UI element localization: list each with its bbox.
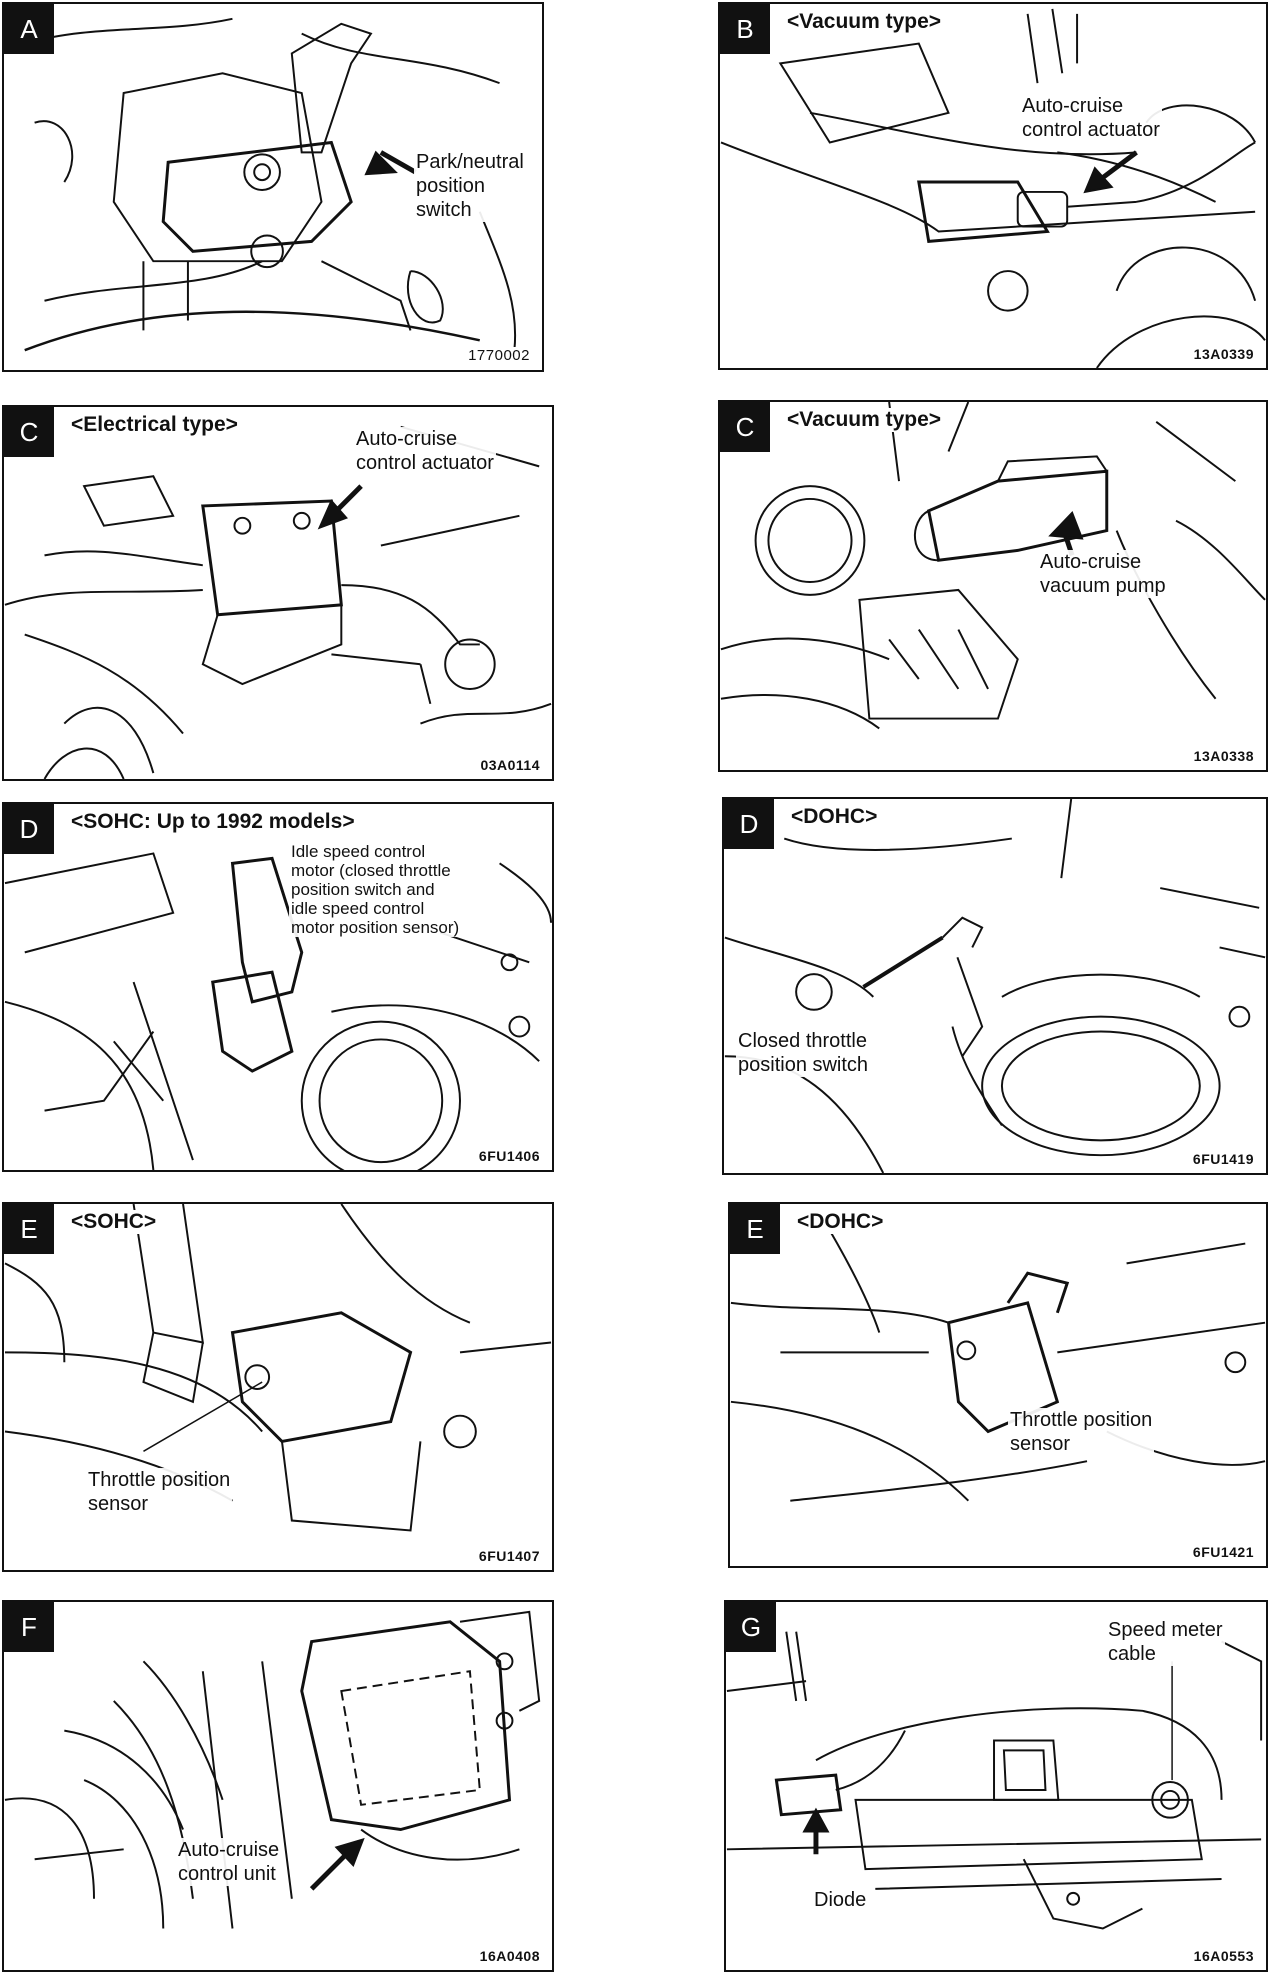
panel-letter: C (720, 402, 770, 452)
figure-code: 13A0338 (1191, 748, 1256, 764)
illustration-throttle-position-sensor-dohc (730, 1213, 1266, 1502)
illustration-closed-throttle-position-switch (724, 799, 1266, 1173)
figure-code: 03A0114 (478, 757, 542, 773)
figure-code: 16A0408 (477, 1948, 542, 1964)
illustration-auto-cruise-actuator-vacuum (720, 8, 1266, 368)
panel-letter: G (726, 1602, 776, 1652)
callout-closed-throttle-position-switch: Closed throttle position switch (736, 1029, 871, 1077)
panel-letter: A (4, 4, 54, 54)
illustration-idle-speed-control-motor (4, 852, 552, 1170)
callout-auto-cruise-control-unit: Auto-cruise control unit (176, 1838, 282, 1886)
callout-auto-cruise-vacuum-pump: Auto-cruise vacuum pump (1038, 550, 1168, 598)
panel-letter: E (4, 1204, 54, 1254)
figure-code: 1770002 (466, 347, 532, 364)
callout-speed-meter-cable: Speed meter cable (1106, 1618, 1225, 1666)
callout-throttle-position-sensor: Throttle position sensor (1008, 1408, 1155, 1456)
illustration-throttle-position-sensor-sohc (4, 1204, 552, 1532)
panel-e-dohc-throttle-sensor: E <DOHC> Throttle position sensor 6FU142… (728, 1202, 1268, 1568)
panel-c-electrical-actuator: C <Electrical type> Auto-cruise control … (2, 405, 554, 781)
panel-c-vacuum-pump: C <Vacuum type> Auto-cruise vacuum pump … (718, 400, 1268, 772)
callout-throttle-position-sensor: Throttle position sensor (86, 1468, 233, 1516)
panel-letter: E (730, 1204, 780, 1254)
variant-label: <Electrical type> (68, 413, 241, 437)
panel-letter: F (4, 1602, 54, 1652)
callout-park-neutral-position-switch: Park/neutral position switch (414, 150, 526, 222)
figure-code: 6FU1421 (1190, 1544, 1256, 1560)
panel-letter: B (720, 4, 770, 54)
panel-letter: D (4, 804, 54, 854)
panel-letter: D (724, 799, 774, 849)
callout-idle-speed-control-motor: Idle speed control motor (closed throttl… (289, 842, 462, 937)
figure-code: 16A0553 (1191, 1948, 1256, 1964)
illustration-auto-cruise-actuator-electrical (4, 425, 552, 779)
variant-label: <Vacuum type> (784, 10, 945, 34)
variant-label: <DOHC> (788, 805, 881, 829)
panel-b-vacuum-actuator: B <Vacuum type> Auto-cruise control actu… (718, 2, 1268, 370)
variant-label: <DOHC> (794, 1210, 887, 1234)
illustration-park-neutral-switch (24, 17, 517, 352)
figure-code: 6FU1419 (1190, 1151, 1256, 1167)
figure-code: 6FU1406 (476, 1148, 542, 1164)
panel-g-speed-meter-diode: G Speed meter cable Diode 16A0553 (724, 1600, 1268, 1972)
panel-letter: C (4, 407, 54, 457)
panel-d-sohc-isc-motor: D <SOHC: Up to 1992 models> Idle speed c… (2, 802, 554, 1172)
panel-d-dohc-closed-throttle-switch: D <DOHC> Closed throttle position switch… (722, 797, 1268, 1175)
callout-auto-cruise-control-actuator: Auto-cruise control actuator (354, 427, 496, 475)
variant-label: <SOHC> (68, 1210, 160, 1234)
variant-label: <Vacuum type> (784, 408, 945, 432)
panel-f-control-unit: F Auto-cruise control unit 16A0408 (2, 1600, 554, 1972)
illustration-auto-cruise-vacuum-pump (720, 402, 1266, 730)
illustration-auto-cruise-control-unit (4, 1610, 541, 1929)
callout-diode: Diode (812, 1888, 869, 1912)
panel-a-park-neutral-switch: A Park/neutral position switch 1770002 (2, 2, 544, 372)
callout-auto-cruise-control-actuator: Auto-cruise control actuator (1020, 94, 1162, 142)
figure-code: 13A0339 (1191, 346, 1256, 362)
panel-e-sohc-throttle-sensor: E <SOHC> Throttle position sensor 6FU140… (2, 1202, 554, 1572)
illustration-speed-meter-cable-diode (726, 1631, 1263, 1930)
figure-code: 6FU1407 (476, 1548, 542, 1564)
variant-label: <SOHC: Up to 1992 models> (68, 810, 358, 834)
